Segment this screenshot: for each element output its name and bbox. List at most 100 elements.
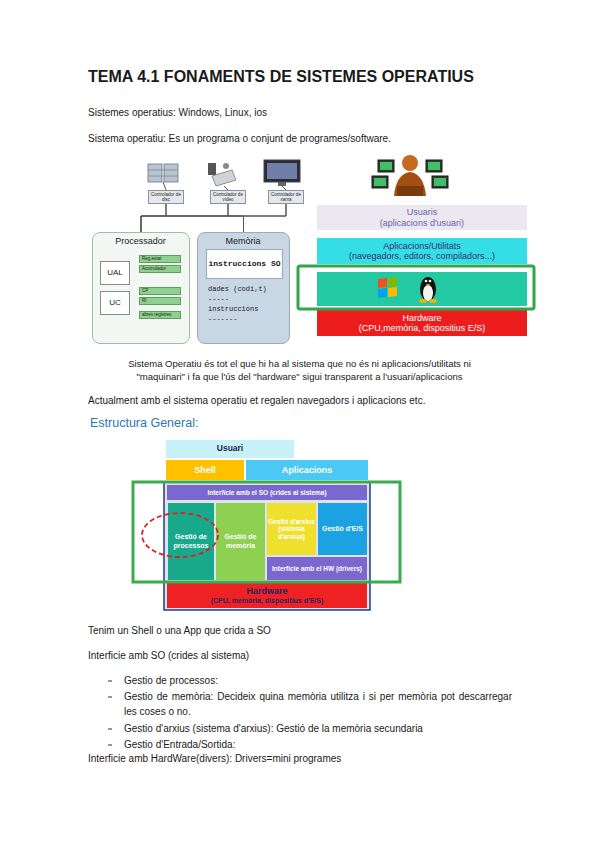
bus-wire [228, 204, 244, 232]
logo-pane [388, 287, 397, 297]
bullet-dash [108, 729, 112, 730]
device-part [223, 163, 229, 169]
node-label: Interfície amb el SO (crides al sistema) [207, 489, 326, 496]
disk-body [164, 164, 178, 182]
body-text: Sistema operatiu: Es un programa o conju… [88, 131, 528, 146]
bullet-text: Gestio de processos: [124, 673, 512, 688]
bus-wire [244, 204, 287, 232]
node-label: UC [109, 298, 121, 307]
register-box: CP [139, 287, 181, 295]
penguin-beak [426, 284, 430, 286]
logo-pane [388, 277, 397, 287]
node-label: Gestió de memòria [216, 533, 265, 549]
node-detail: (CPU, memòria, dispositius d'E/S) [211, 597, 324, 605]
node-label: Aplicacions/Utilitats [383, 241, 461, 251]
logo-pane [378, 288, 387, 298]
node-detail: (navegadors, editors, compiladors...) [349, 251, 495, 261]
layer-band: Hardware(CPU, memòria, dispositius d'E/S… [167, 583, 367, 608]
bus-wire [166, 204, 244, 232]
highlight-outline [298, 266, 534, 309]
module-box: Gestió de memòria [216, 503, 265, 580]
node-label: UAL [107, 268, 123, 277]
register-box: Acumulador [139, 265, 181, 273]
node-label: Shell [194, 465, 216, 475]
node-label: Hardware [246, 586, 287, 596]
monitor-icon [378, 160, 394, 172]
node-detail: (CPU,memòria, dispositius E/S) [359, 323, 486, 333]
body-text: Actualment amb el sistema operatiu et re… [88, 393, 528, 408]
layer-band: Usuaris(aplicacions d'usuari) [317, 205, 527, 230]
bus-wire [141, 204, 166, 232]
monitor-display [434, 178, 446, 186]
node-label: Gestió de processos [168, 533, 214, 549]
bullet-text: Gestio de memòria: Decideix quina memòri… [124, 689, 512, 719]
disk-body [148, 164, 162, 182]
bullet-text: Gestio d'Entrada/Sortida: [124, 737, 512, 752]
bullet-dash [108, 681, 112, 682]
node-label: Interfície amb el HW (drivers) [272, 565, 362, 572]
monitor-display [380, 162, 392, 170]
node-label: Controlador de vídeo [211, 192, 245, 203]
bullet-dash [108, 745, 112, 746]
processor-box: ProcessadorUAL UC Reg.estatAcumuladorCP RI a… [92, 232, 190, 344]
linux-logo [419, 277, 437, 303]
monitor-icon [432, 176, 448, 188]
penguin-eye [429, 280, 432, 283]
body-text: Interficie amb HardWare(divers): Drivers… [88, 751, 528, 766]
disk-line [148, 170, 178, 171]
node-label: Aplicacions [282, 465, 333, 475]
body-text: Interficie amb SO (crides al sistema) [88, 648, 528, 663]
register-box: altres registres [139, 311, 181, 319]
controller-box: Controlador de disc [148, 190, 184, 204]
monitor-icon [264, 160, 300, 186]
controller-box: Controlador de xarxa [268, 190, 304, 204]
bullet-text: Gestio d'arxius (sistema d'arxius): Gest… [124, 721, 512, 736]
memory-region: instruccions SO [206, 249, 283, 279]
node-label: altres registres [142, 312, 172, 317]
node-detail: instruccions [208, 305, 283, 313]
node-label: Usuari [217, 444, 243, 454]
node-label: Reg.estat [142, 256, 161, 261]
controller-box: Controlador de vídeo [210, 190, 246, 204]
node-label: instruccions SO [208, 259, 280, 268]
layer-band: Hardware(CPU,memòria, dispositius E/S) [317, 310, 527, 336]
node-label: Processador [93, 236, 188, 246]
node-label: Gestió d'arxius (sistema d'arxius) [267, 518, 316, 540]
node-detail: ------- [208, 315, 283, 323]
body-text: Sistemes operatius: Windows, Linux, ios [88, 105, 528, 120]
monitor-display [267, 163, 297, 179]
monitor-display [428, 162, 440, 170]
highlight-outline [133, 482, 400, 582]
node-detail: dades (codi,t) [208, 285, 283, 293]
person-head [402, 155, 418, 171]
module-box: Gestió de processos [168, 503, 214, 580]
memory-box: Memòriadades (codi,t)-----instruccions--… [197, 232, 290, 344]
device-body [208, 163, 216, 175]
person-body [394, 172, 426, 196]
penguin-eye [425, 280, 428, 283]
layer-band: Aplicacions [246, 460, 368, 480]
desk [397, 186, 423, 196]
monitor-stand [278, 182, 286, 186]
penguin-belly [423, 285, 433, 301]
os-band [317, 272, 527, 306]
node-label: Gestió d'E/S [322, 525, 363, 533]
section-heading: Estructura General: [90, 416, 390, 431]
node-label: Memòria [198, 236, 288, 246]
os-frame [164, 482, 370, 610]
body-text: Tenim un Shell o una App que crida a SO [88, 623, 528, 638]
bus-wire [141, 204, 286, 232]
node-label: Controlador de xarxa [269, 192, 303, 203]
logo-pane [378, 278, 387, 288]
layer-band: Aplicacions/Utilitats(navegadors, editor… [317, 238, 527, 264]
interface-band: Interfície amb el SO (crides al sistema) [167, 485, 367, 500]
unit-box: UC [100, 291, 130, 315]
disk-line [148, 176, 178, 177]
node-label: RI [142, 298, 147, 303]
layer-band: Shell [166, 460, 244, 480]
unit-box: UAL [100, 261, 130, 285]
device-icon [208, 163, 236, 186]
